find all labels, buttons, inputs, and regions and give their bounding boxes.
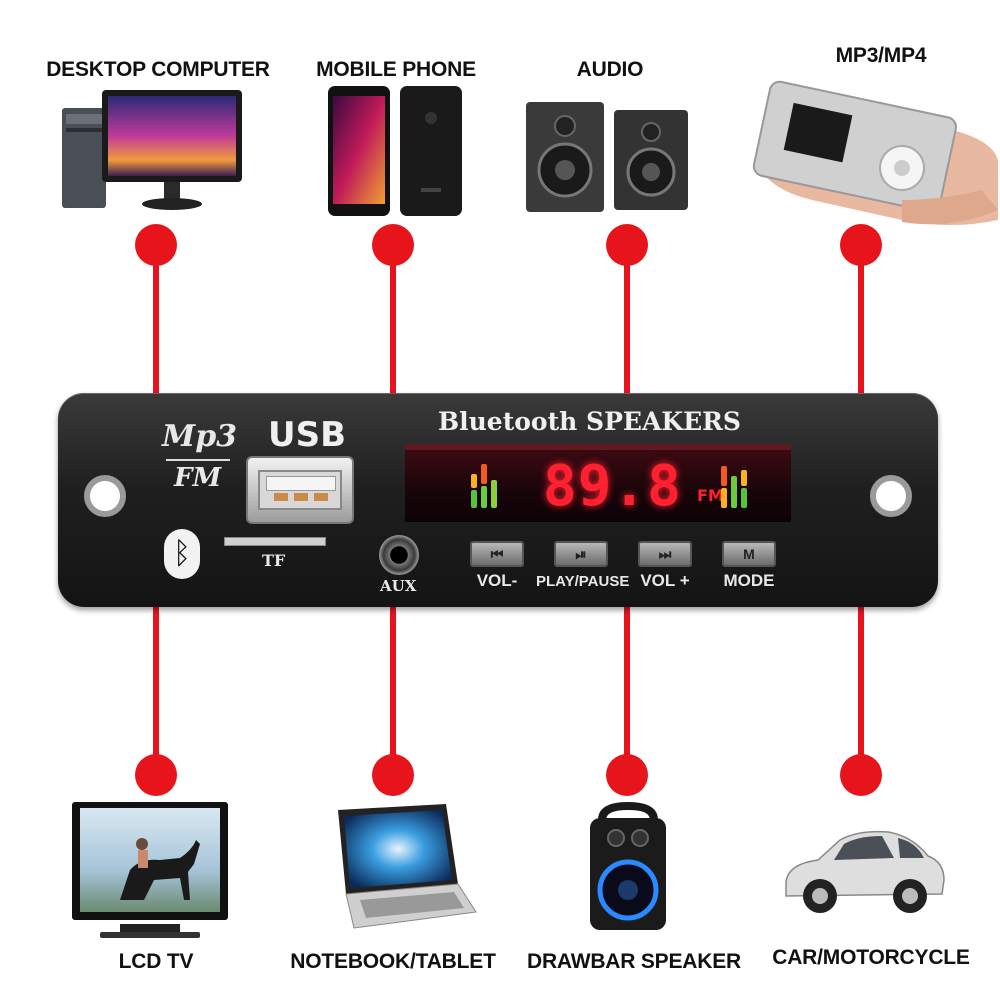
play-pause-button[interactable]: ⏯ bbox=[554, 541, 608, 567]
mode-button[interactable]: M bbox=[722, 541, 776, 567]
bluetooth-icon: ᛒ bbox=[164, 529, 200, 579]
led-display: 89.8 FM bbox=[405, 444, 791, 522]
mounting-hole-right bbox=[870, 475, 912, 517]
label-desktop-computer: DESKTOP COMPUTER bbox=[46, 58, 270, 81]
label-mobile-phone: MOBILE PHONE bbox=[316, 58, 476, 81]
connector-dot-drawbar bbox=[606, 754, 648, 796]
connector-dot-audio bbox=[606, 224, 648, 266]
vol-up-label: VOL + bbox=[640, 571, 690, 590]
connector-dot-car bbox=[840, 754, 882, 796]
connector-dot-mobile bbox=[372, 224, 414, 266]
prev-vol-down-button[interactable]: ⏮ bbox=[470, 541, 524, 567]
frequency-unit: FM bbox=[697, 486, 724, 505]
mp3-player-hand-icon bbox=[752, 80, 998, 225]
mode-label: MODE bbox=[723, 571, 775, 590]
desktop-computer-icon bbox=[62, 90, 242, 210]
vol-down-label: VOL- bbox=[476, 571, 518, 590]
connector-dot-lcd bbox=[135, 754, 177, 796]
play-pause-label: PLAY/PAUSE bbox=[536, 573, 630, 590]
drawbar-speaker-icon bbox=[590, 802, 666, 930]
label-drawbar-speaker: DRAWBAR SPEAKER bbox=[526, 950, 741, 973]
next-vol-up-button[interactable]: ⏭ bbox=[638, 541, 692, 567]
connector-dot-desktop bbox=[135, 224, 177, 266]
label-mp3-mp4: MP3/MP4 bbox=[835, 44, 927, 67]
car-icon bbox=[785, 830, 945, 913]
panel-title: Bluetooth SPEAKERS bbox=[438, 407, 741, 436]
label-car-motorcycle: CAR/MOTORCYCLE bbox=[772, 946, 970, 969]
label-lcd-tv: LCD TV bbox=[118, 950, 194, 973]
notebook-icon bbox=[338, 804, 477, 929]
bluetooth-module-panel: Mp3 FM USB ᛒ TF AUX Bluetooth SPEAKERS 8… bbox=[58, 393, 938, 607]
lcd-tv-icon bbox=[72, 802, 228, 938]
usb-port[interactable] bbox=[246, 456, 354, 524]
mobile-phone-icon bbox=[328, 86, 462, 216]
usb-label: USB bbox=[268, 415, 347, 455]
label-audio: AUDIO bbox=[576, 58, 644, 81]
aux-jack[interactable] bbox=[379, 535, 419, 575]
aux-label: AUX bbox=[380, 577, 417, 595]
mounting-hole-left bbox=[84, 475, 126, 517]
tf-label: TF bbox=[262, 551, 286, 570]
tf-card-slot[interactable] bbox=[224, 537, 326, 546]
logo-mp3: Mp3 bbox=[162, 419, 238, 454]
logo-fm: FM bbox=[174, 463, 222, 493]
connector-dot-mp3 bbox=[840, 224, 882, 266]
connector-dot-notebook bbox=[372, 754, 414, 796]
logo-divider bbox=[166, 459, 230, 461]
frequency-readout: 89.8 bbox=[543, 454, 682, 519]
label-notebook-tablet: NOTEBOOK/TABLET bbox=[290, 950, 496, 973]
audio-speakers-icon bbox=[526, 102, 688, 212]
